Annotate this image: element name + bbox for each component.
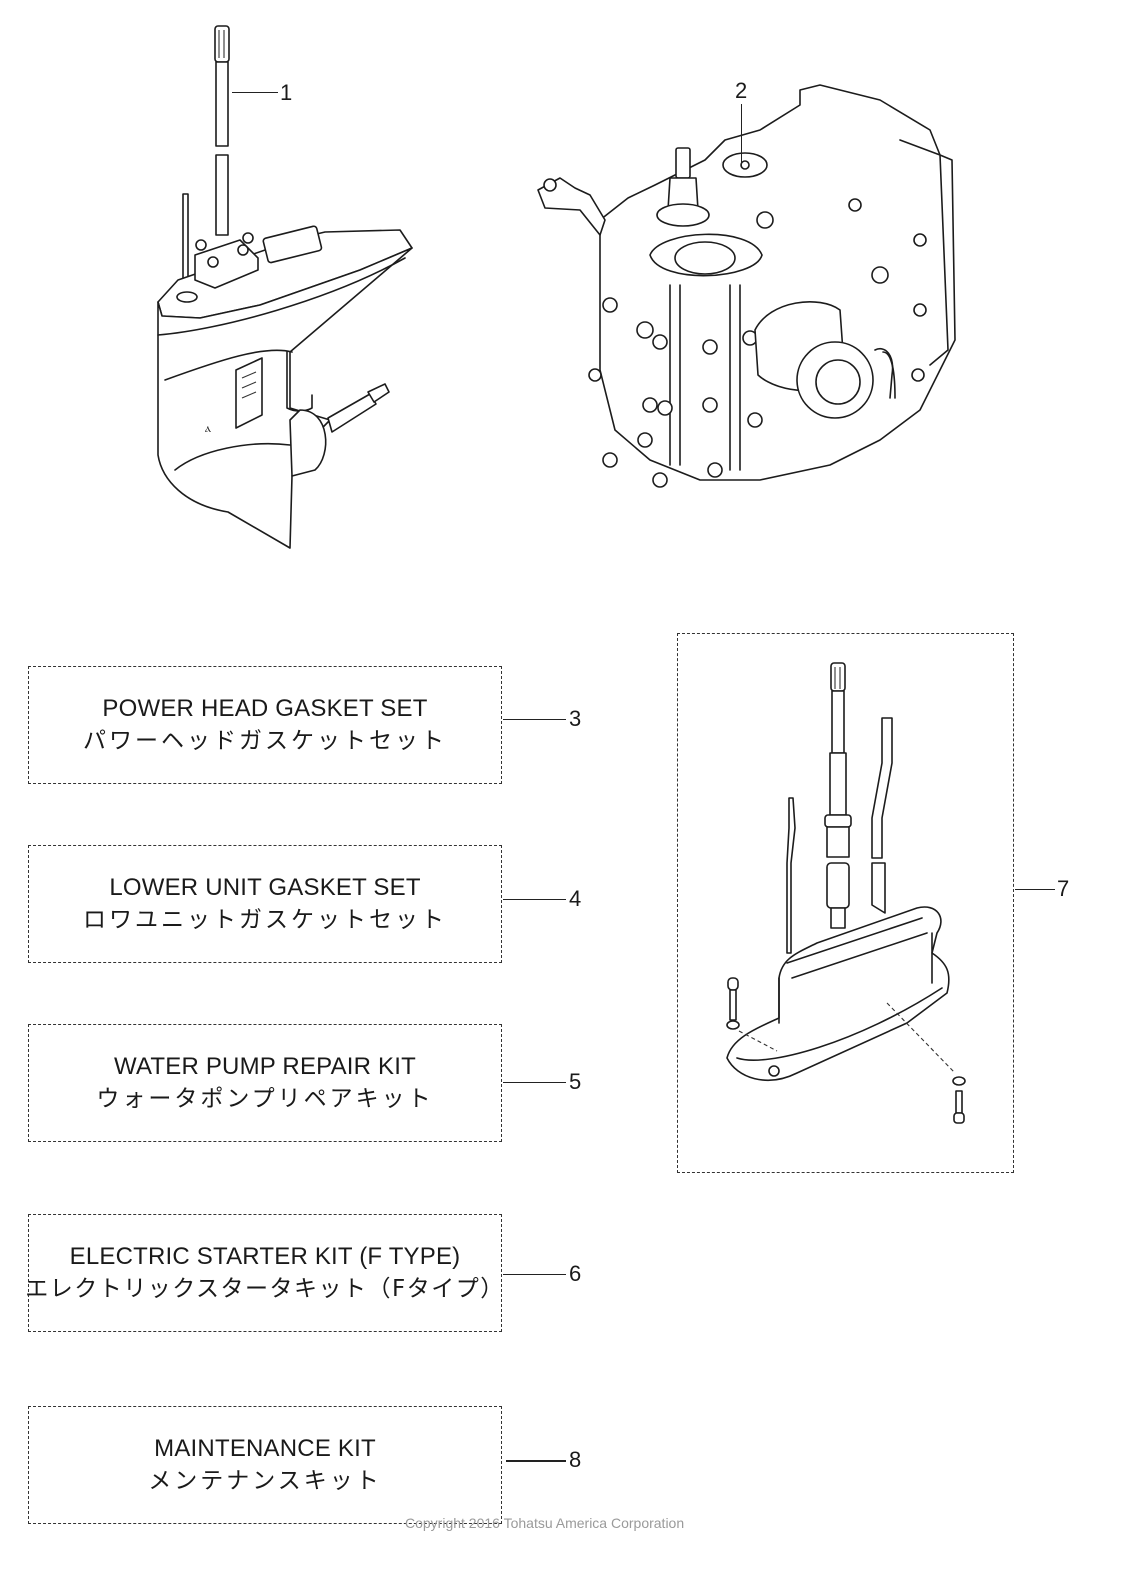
callout-number-6: 6 [569,1261,582,1286]
kit-label-en: LOWER UNIT GASKET SET [109,874,421,901]
callout-number-1: 1 [280,80,293,105]
kit-label-jp: パワーヘッドガスケットセット [83,728,447,754]
kit-label-en: POWER HEAD GASKET SET [102,695,428,722]
kit-box-water-pump-repair-kit: WATER PUMP REPAIR KIT ウォータポンプリペアキット [28,1024,502,1142]
kit-label-en: MAINTENANCE KIT [154,1435,376,1462]
callout-leader-2 [741,104,742,166]
kit-box-power-head-gasket-set: POWER HEAD GASKET SET パワーヘッドガスケットセット [28,666,502,784]
callout-leader-8 [506,1460,566,1462]
kit-label-en: ELECTRIC STARTER KIT (F TYPE) [69,1243,461,1270]
kit-box-lower-unit-gasket-set: LOWER UNIT GASKET SET ロワユニットガスケットセット [28,845,502,963]
callout-leader-6 [503,1274,566,1275]
kit-box-maintenance-kit: MAINTENANCE KIT メンテナンスキット [28,1406,502,1524]
callout-number-5: 5 [569,1069,582,1094]
power-head-illustration [537,84,956,488]
copyright-notice: Copyright 2016 Tohatsu America Corporati… [405,1515,685,1531]
kit-label-jp: メンテナンスキット [148,1468,382,1494]
kit-label-en: WATER PUMP REPAIR KIT [113,1053,416,1080]
callout-leader-4 [503,899,566,900]
lower-unit-illustration: ⲁ [157,25,413,549]
callout-leader-1 [232,92,278,93]
callout-leader-7 [1015,889,1055,890]
callout-leader-3 [503,719,566,720]
drive-shaft-housing-illustration [726,662,966,1124]
kit-label-jp: ロワユニットガスケットセット [83,907,447,933]
callout-number-4: 4 [569,886,582,911]
callout-number-2: 2 [735,78,748,103]
kit-label-jp: ウォータポンプリペアキット [96,1086,434,1112]
kit-label-jp: エレクトリックスタータキット（Fタイプ） [25,1276,505,1302]
callout-number-3: 3 [569,706,582,731]
callout-number-7: 7 [1057,876,1070,901]
callout-number-8: 8 [569,1447,582,1472]
callout-leader-5 [503,1082,566,1083]
kit-box-electric-starter-kit: ELECTRIC STARTER KIT (F TYPE) エレクトリックスター… [25,1214,505,1332]
svg-text:ⲁ: ⲁ [205,421,211,435]
kit-box-drive-shaft-housing [677,633,1014,1173]
